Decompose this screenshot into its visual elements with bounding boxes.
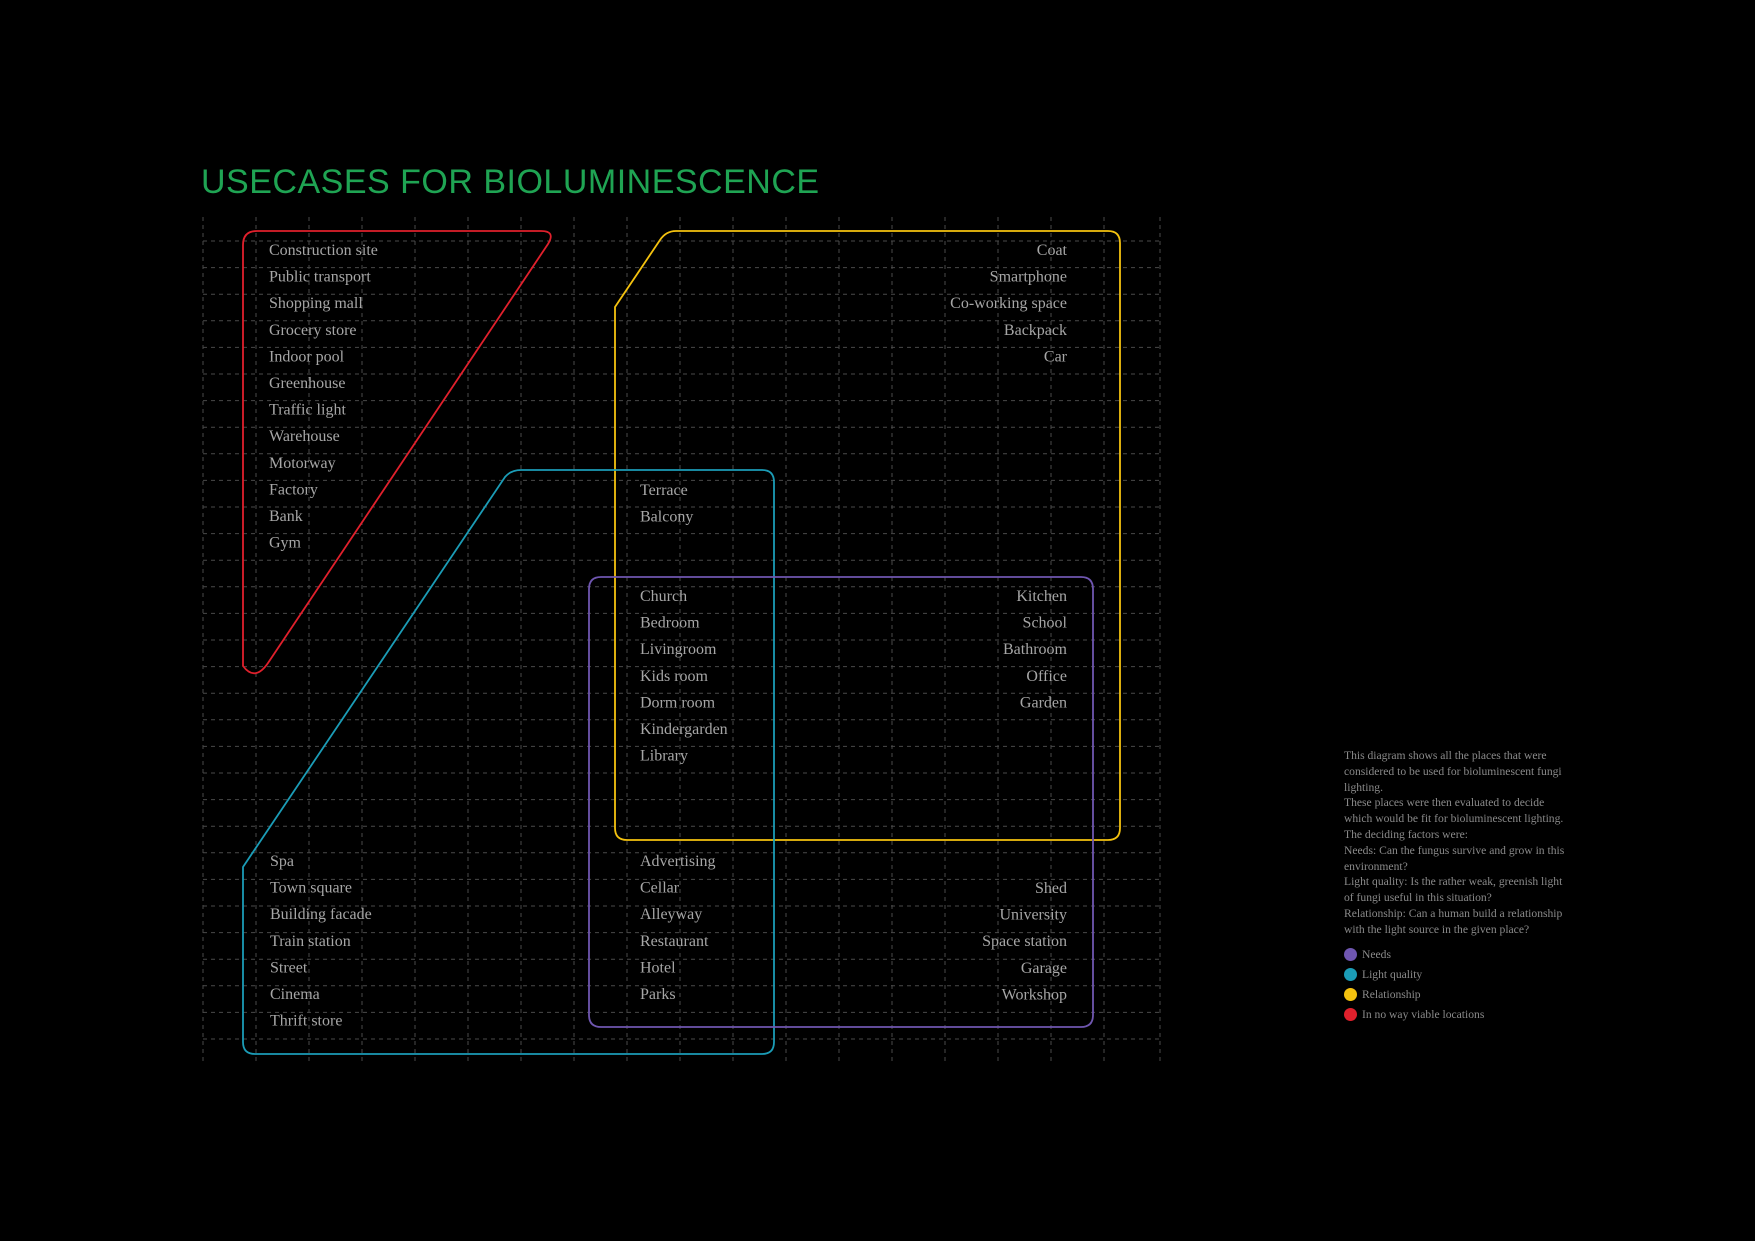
place-label: Balcony [640,509,693,526]
place-label: Bathroom [1003,641,1068,658]
place-label: Parks [640,986,676,1003]
description-line: Needs: Can the fungus survive and grow i… [1344,843,1565,873]
legend-label: Needs [1362,947,1391,961]
place-label: Greenhouse [269,375,345,392]
description-line: The deciding factors were: [1344,827,1468,841]
legend-item-light-quality: Light quality [1344,965,1566,985]
place-label: Advertising [640,853,716,870]
place-label: Cellar [640,880,680,897]
place-label: Office [1026,668,1067,685]
place-label: Co-working space [950,295,1067,312]
legend-dot-not-viable [1344,1008,1357,1022]
place-label: Traffic light [269,402,346,419]
legend-label: Relationship [1362,987,1421,1001]
description-line: Light quality: Is the rather weak, green… [1344,875,1563,905]
place-label: Space station [982,933,1067,950]
diagram-description: This diagram shows all the places that w… [1344,748,1566,938]
description-line: Relationship: Can a human build a relati… [1344,906,1563,936]
legend-item-relationship: Relationship [1344,985,1566,1005]
legend-item-not-viable: In no way viable locations [1344,1005,1566,1025]
needs-outline [588,576,1094,1028]
place-label: Street [270,959,308,976]
place-label: Alleyway [640,906,702,923]
legend-label: Light quality [1362,967,1423,981]
place-label: Cinema [270,986,320,1003]
place-label: Smartphone [990,269,1067,286]
dashed-grid [202,217,1161,1064]
place-label: Motorway [269,455,336,472]
place-label: Indoor pool [269,348,345,365]
place-label: Grocery store [269,322,357,339]
place-label: Train station [270,933,351,950]
place-label: Shed [1035,880,1067,897]
place-label: Spa [270,853,294,870]
place-label: Workshop [1002,986,1067,1003]
place-label: Coat [1037,242,1068,259]
description-line: These places were then evaluated to deci… [1344,796,1564,826]
place-label: Terrace [640,482,688,499]
place-label: Warehouse [269,428,340,445]
place-label: Hotel [640,959,676,976]
place-label: Bank [269,508,303,525]
place-label: School [1023,615,1068,632]
place-label: Factory [269,481,318,498]
place-label: Bedroom [640,615,700,632]
place-label: University [999,907,1067,924]
legend-dot-relationship [1344,988,1357,1002]
place-label: Church [640,588,687,605]
place-label: Kitchen [1016,588,1067,605]
place-label: Restaurant [640,933,709,950]
place-label: Library [640,748,688,765]
place-label: Dorm room [640,694,716,711]
description-line: This diagram shows all the places that w… [1344,749,1562,794]
place-label: Building facade [270,906,372,923]
place-label: Town square [270,880,352,897]
place-label: Kids room [640,668,709,685]
place-label: Livingroom [640,641,717,658]
place-label: Shopping mall [269,295,363,312]
place-label: Garage [1021,960,1067,977]
place-label: Backpack [1004,322,1067,339]
not-viable-outline [242,230,552,675]
legend-panel: This diagram shows all the places that w… [1344,748,1566,1025]
light-quality-outline [242,469,775,1055]
place-label: Thrift store [270,1013,342,1030]
place-label: Construction site [269,242,378,259]
place-label: Car [1044,348,1068,365]
place-label: Public transport [269,269,371,286]
legend-dot-light-quality [1344,968,1357,982]
legend-label: In no way viable locations [1362,1007,1485,1021]
place-label: Kindergarden [640,721,728,738]
page-title: USECASES FOR BIOLUMINESCENCE [201,163,820,201]
place-label: Garden [1020,694,1067,711]
legend-item-needs: Needs [1344,945,1566,965]
legend-dot-needs [1344,948,1357,962]
place-label: Gym [269,535,302,552]
region-outlines [242,230,1121,1055]
relationship-outline [614,230,1121,841]
legend-list: Needs Light quality Relationship In no w… [1344,945,1566,1025]
